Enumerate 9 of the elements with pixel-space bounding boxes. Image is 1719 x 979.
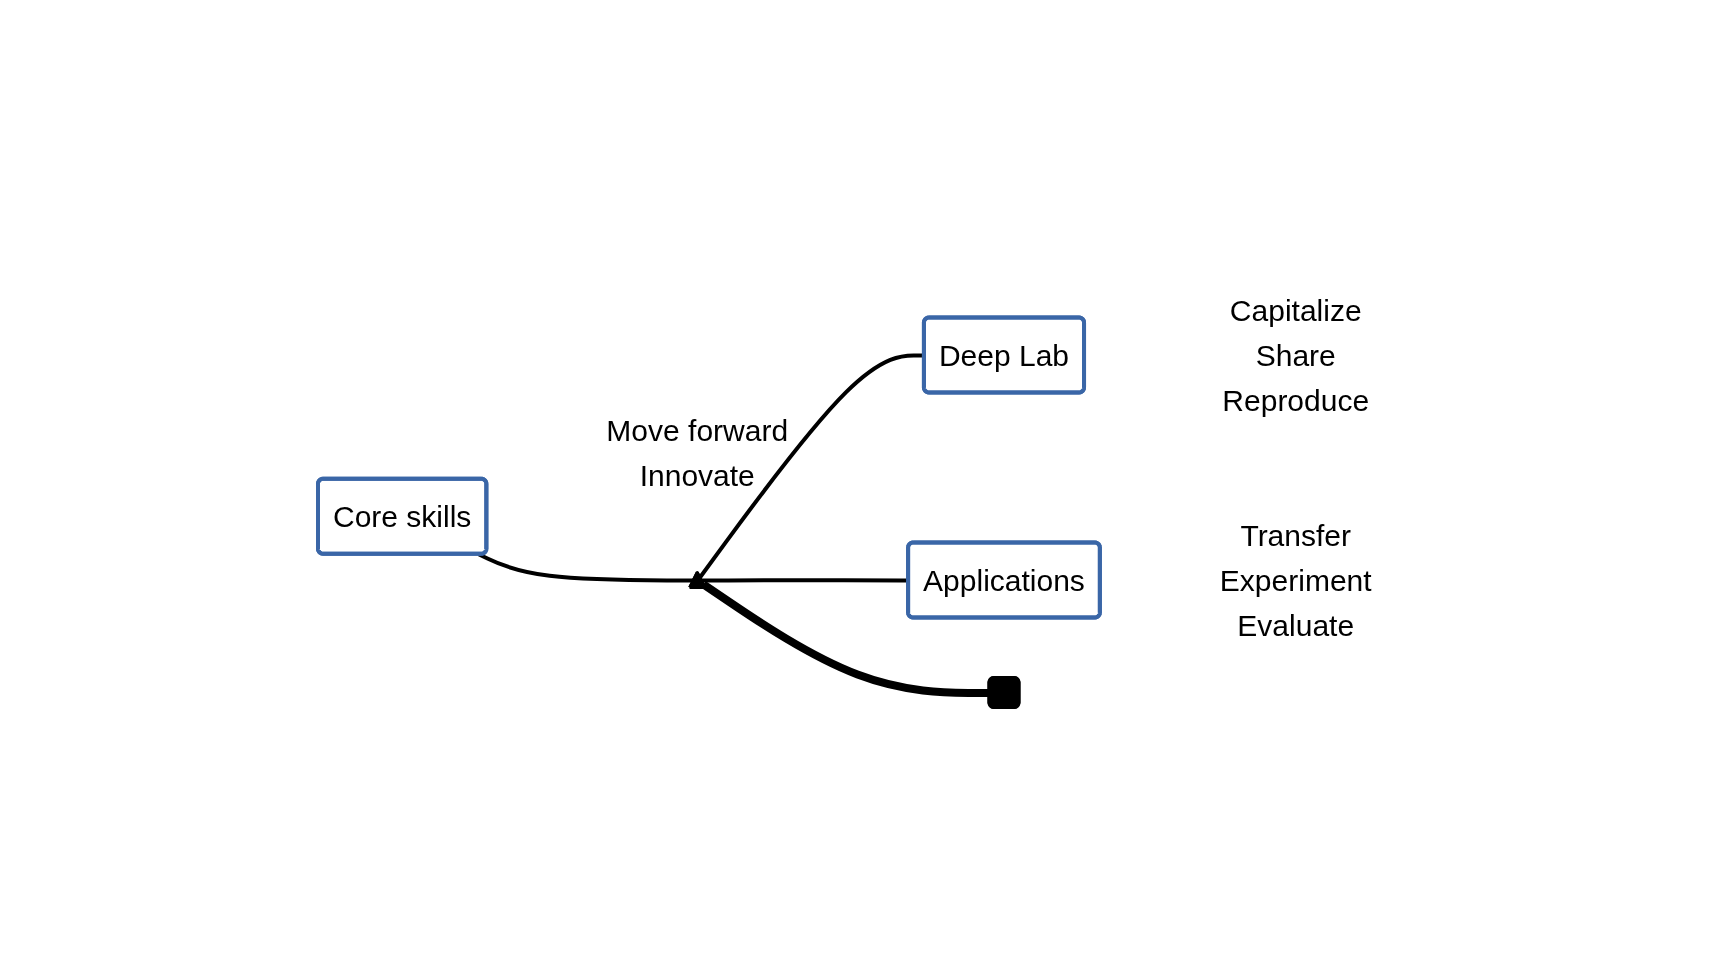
node-label: Innovate: [639, 458, 755, 491]
node-label: Reproduce: [1222, 383, 1369, 416]
connector: [701, 577, 909, 582]
node-label: Capitalize: [1229, 293, 1362, 326]
node-label: Evaluate: [1237, 608, 1354, 641]
node-label: Transfer: [1240, 518, 1351, 551]
node-label: Move forward: [606, 413, 788, 446]
node-label: Experiment: [1219, 563, 1372, 596]
node-label: Share: [1255, 338, 1336, 371]
